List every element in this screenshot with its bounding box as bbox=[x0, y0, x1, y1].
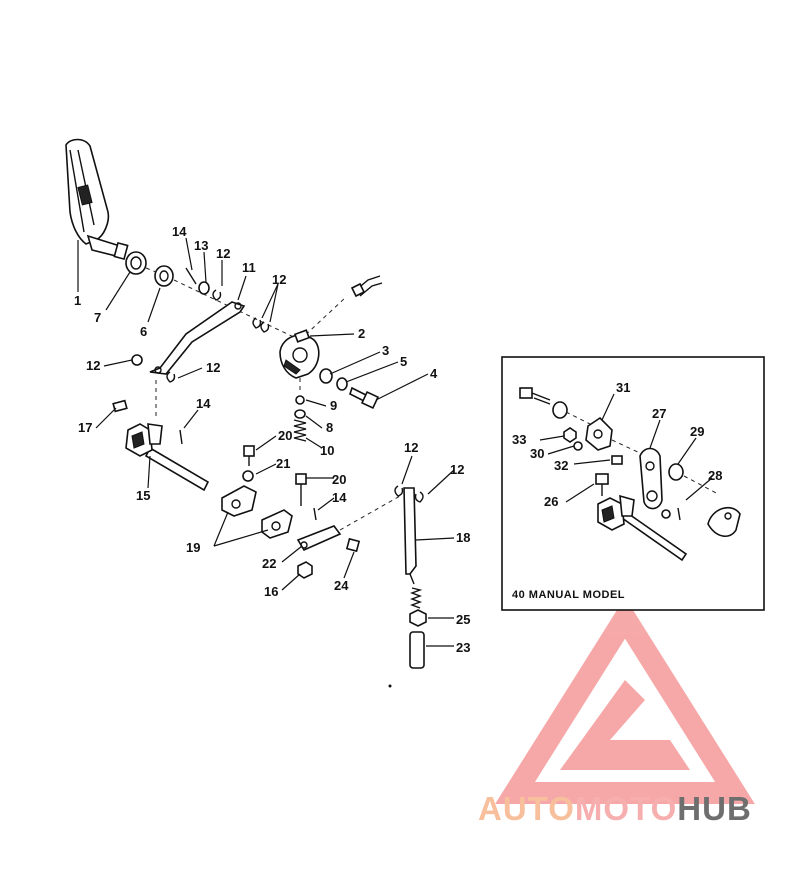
part-16-nut bbox=[297, 561, 313, 579]
callout-20-left: 20 bbox=[278, 428, 292, 443]
inset-shift-shaft bbox=[597, 494, 688, 562]
callout-12-left: 12 bbox=[86, 358, 100, 373]
part-12-clip-rod bbox=[394, 485, 424, 503]
part-17-bolt bbox=[112, 399, 128, 413]
inset-border bbox=[501, 356, 765, 611]
part-20-bolt-left bbox=[243, 445, 255, 466]
callout-17: 17 bbox=[78, 420, 92, 435]
callout-14-low: 14 bbox=[332, 490, 347, 505]
part-12-clip-upper bbox=[212, 289, 270, 333]
part-15-shift-shaft bbox=[125, 423, 210, 492]
callout-33: 33 bbox=[512, 432, 526, 447]
callout-23: 23 bbox=[456, 640, 470, 655]
watermark-moto: MOTO bbox=[575, 790, 677, 827]
callout-27: 27 bbox=[652, 406, 666, 421]
callout-9: 9 bbox=[330, 398, 337, 413]
callout-12-top-right: 12 bbox=[272, 272, 286, 287]
inset-title: 40 MANUAL MODEL bbox=[512, 589, 625, 601]
part-11-link-rod bbox=[149, 301, 246, 375]
callout-1: 1 bbox=[74, 293, 81, 308]
callout-24: 24 bbox=[334, 578, 349, 593]
callout-2: 2 bbox=[358, 326, 365, 341]
part-8-washer bbox=[294, 409, 306, 419]
part-1-tiller-handle bbox=[65, 138, 129, 261]
callout-8: 8 bbox=[326, 420, 333, 435]
callout-21: 21 bbox=[276, 456, 290, 471]
part-18-shift-rod bbox=[403, 487, 417, 585]
callout-14-mid: 14 bbox=[196, 396, 211, 411]
watermark-inner-mark bbox=[560, 680, 690, 770]
callout-12-rod-left: 12 bbox=[404, 440, 418, 455]
part-5-washer bbox=[336, 377, 348, 391]
part-14-cotter-pin-upper bbox=[185, 267, 197, 285]
part-25-nut bbox=[409, 609, 427, 627]
watermark-logo: AUTOMOTOHUB bbox=[478, 597, 755, 827]
callout-5: 5 bbox=[400, 354, 407, 369]
part-12-clip-left bbox=[131, 354, 176, 383]
part-28-clip bbox=[661, 507, 681, 521]
part-7-bushing bbox=[125, 251, 147, 275]
callout-22: 22 bbox=[262, 556, 276, 571]
part-13-washer bbox=[198, 281, 210, 295]
inset-bushing bbox=[552, 401, 568, 419]
callout-20-right: 20 bbox=[332, 472, 346, 487]
callout-13: 13 bbox=[194, 238, 208, 253]
part-2-cam-plate bbox=[279, 329, 320, 379]
callout-28: 28 bbox=[708, 468, 722, 483]
callout-15: 15 bbox=[136, 488, 150, 503]
callout-7: 7 bbox=[94, 310, 101, 325]
callout-6: 6 bbox=[140, 324, 147, 339]
part-4-bolt bbox=[349, 386, 380, 410]
watermark-hub: HUB bbox=[677, 790, 752, 827]
callout-25: 25 bbox=[456, 612, 470, 627]
part-9-ball bbox=[295, 395, 305, 405]
watermark-triangle bbox=[495, 597, 755, 804]
part-10-spring bbox=[293, 419, 307, 442]
callout-12-top: 12 bbox=[216, 246, 230, 261]
part-21-washer bbox=[242, 470, 254, 482]
callout-16: 16 bbox=[264, 584, 278, 599]
part-26-bolt bbox=[595, 473, 609, 496]
part-27-lever bbox=[639, 447, 663, 510]
callout-30: 30 bbox=[530, 446, 544, 461]
stray-dot bbox=[388, 684, 392, 688]
part-6-bushing bbox=[154, 265, 174, 287]
part-3-washer bbox=[319, 368, 333, 384]
part-24-nut bbox=[345, 537, 361, 553]
part-32-screw bbox=[611, 455, 623, 465]
callout-18: 18 bbox=[456, 530, 470, 545]
inset-cam bbox=[707, 506, 741, 537]
part-30-washer bbox=[573, 441, 583, 451]
part-19-bracket bbox=[221, 485, 293, 539]
part-22-link bbox=[296, 525, 342, 552]
part-23-connector bbox=[409, 631, 425, 669]
callout-12-rod-right: 12 bbox=[450, 462, 464, 477]
watermark-text: AUTOMOTOHUB bbox=[478, 790, 752, 827]
callout-11: 11 bbox=[242, 260, 256, 275]
callout-10: 10 bbox=[320, 443, 334, 458]
part-14-cotter-pin-low bbox=[313, 507, 317, 521]
callout-14-top: 14 bbox=[172, 224, 187, 239]
part-14-cotter-pin-mid bbox=[179, 429, 183, 445]
inset-bolt bbox=[519, 387, 551, 405]
callout-labels: 1 7 6 14 13 12 11 12 2 3 5 4 12 12 9 14 … bbox=[74, 224, 722, 655]
callout-19: 19 bbox=[186, 540, 200, 555]
part-33-nut bbox=[563, 427, 577, 443]
part-31-bracket bbox=[585, 416, 613, 451]
leader-lines bbox=[77, 237, 455, 647]
callout-29: 29 bbox=[690, 424, 704, 439]
part-threaded-end bbox=[410, 587, 423, 609]
callout-31: 31 bbox=[616, 380, 630, 395]
callout-12-mid: 12 bbox=[206, 360, 220, 375]
callout-26: 26 bbox=[544, 494, 558, 509]
callout-3: 3 bbox=[382, 343, 389, 358]
inset-40-manual-model: 40 MANUAL MODEL bbox=[501, 356, 765, 611]
watermark-auto: AUTO bbox=[478, 790, 575, 827]
part-20-bolt-right bbox=[295, 473, 307, 506]
callout-32: 32 bbox=[554, 458, 568, 473]
cable-end bbox=[350, 275, 383, 298]
part-29-washer bbox=[668, 463, 684, 481]
callout-4: 4 bbox=[430, 366, 438, 381]
